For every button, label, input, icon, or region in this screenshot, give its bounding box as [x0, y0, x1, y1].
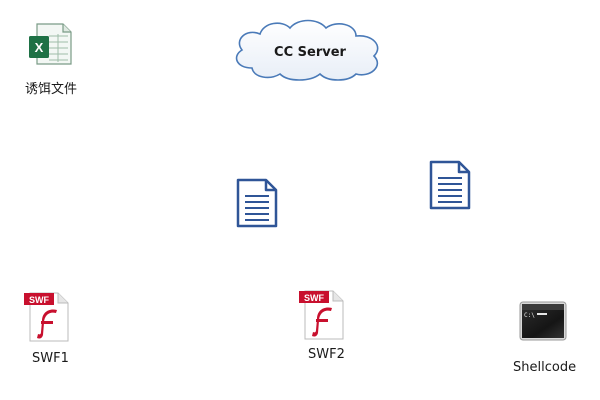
document-icon	[429, 160, 471, 210]
cc-server-cloud[interactable]: CC Server	[230, 16, 390, 84]
excel-file-icon: X	[29, 23, 72, 65]
document-node-2[interactable]	[429, 160, 471, 210]
swf2-badge: SWF	[304, 293, 324, 303]
console-window-icon: C:\	[519, 301, 567, 341]
document-icon	[236, 178, 278, 228]
cloud-label: CC Server	[274, 45, 346, 60]
excel-badge-letter: X	[35, 40, 44, 55]
console-prompt: C:\	[524, 312, 535, 319]
swf1-node[interactable]: SWF	[24, 291, 70, 343]
swf2-label: SWF2	[308, 347, 345, 362]
swf2-node[interactable]: SWF	[299, 289, 345, 341]
swf1-badge: SWF	[29, 295, 49, 305]
swf1-label: SWF1	[32, 351, 69, 366]
cloud-icon: CC Server	[235, 19, 379, 81]
bait-file-node[interactable]: X	[25, 22, 73, 66]
shellcode-label: Shellcode	[513, 360, 577, 375]
bait-file-label: 诱饵文件	[25, 82, 78, 97]
shellcode-node[interactable]: C:\	[519, 301, 567, 341]
flash-swf-file-icon: SWF	[299, 290, 344, 340]
flash-swf-file-icon: SWF	[24, 292, 69, 342]
document-node-1[interactable]	[236, 178, 278, 228]
